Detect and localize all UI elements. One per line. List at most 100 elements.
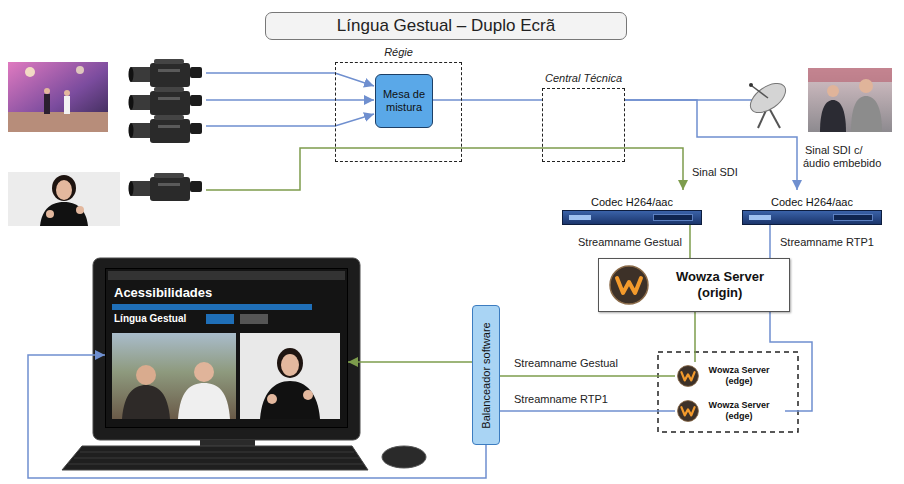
signer-body: [40, 202, 88, 226]
balancer-box: Balanceador software: [472, 305, 500, 445]
video-person: [178, 383, 230, 419]
edge-label: Streamname RTP1: [512, 393, 610, 405]
logo-mark: [617, 278, 641, 293]
studio-person: [64, 90, 70, 96]
studio-light: [25, 67, 35, 77]
server-logo: [609, 265, 649, 305]
studio-person: [64, 96, 70, 114]
signer-hand: [303, 390, 313, 400]
video-picture: [240, 333, 340, 419]
connector-line: [433, 99, 542, 101]
monitor-bezel: [93, 258, 360, 440]
node-label: Wowza Server (edge): [703, 365, 775, 387]
node-label: Língua Gestual: [114, 313, 347, 325]
codec-panel-port: [653, 214, 693, 221]
edge-label: Sinal SDI: [690, 166, 740, 178]
keyboard-keys: [68, 452, 364, 464]
codec-rack-unit: [562, 210, 702, 225]
group-heading: Central Técnica: [503, 71, 664, 85]
screen-menu-bar: [108, 271, 345, 280]
node-label: Balanceador software: [480, 322, 493, 428]
group-box: Mesa de misturaRégie: [335, 62, 462, 162]
video-camera: [129, 87, 203, 115]
camera-wire: [206, 148, 462, 190]
logo-mark: [681, 372, 694, 380]
mouse: [382, 446, 426, 468]
edge-label-box: Streamname Gestual: [512, 357, 620, 370]
edge-label-box: Streamname Gestual: [576, 236, 684, 249]
signer-face: [281, 354, 299, 376]
screen-button: [206, 314, 234, 324]
signer-hair: [52, 175, 76, 201]
edge-label-box: Sinal SDI c/ áudio embebido: [803, 144, 891, 170]
signer-photo: [8, 172, 120, 226]
edge-server: Wowza Server (edge): [675, 362, 785, 390]
codec-rack-unit: [742, 210, 882, 225]
studio-person: [44, 88, 50, 94]
edge-label: Streamname Gestual: [576, 236, 684, 248]
logo-disc: [678, 366, 699, 387]
edge-label: Streamname RTP1: [778, 236, 876, 248]
video-pane: [112, 333, 236, 419]
video-person: [194, 362, 214, 382]
connector-line: [694, 312, 696, 362]
connector-line: [462, 148, 683, 190]
logo-mark: [681, 407, 694, 415]
edge-label: Streamname Gestual: [512, 357, 620, 369]
node-label: Wowza Server (edge): [703, 400, 775, 422]
node-label: Acessibilidades: [114, 285, 347, 301]
server-logo: [677, 365, 699, 387]
codec-panel-port: [833, 214, 873, 221]
logo-disc: [610, 266, 648, 304]
dish-feed: [752, 86, 768, 98]
server-logo: [677, 400, 699, 422]
codec-device: Codec H264/aac: [562, 190, 702, 225]
node-label: Codec H264/aac: [771, 195, 853, 209]
camera-wire: [206, 114, 374, 126]
presenter-body: [851, 96, 882, 132]
signer-hand: [76, 206, 84, 214]
connector-line: [500, 375, 675, 377]
connector-line: [689, 225, 691, 258]
connector-line: [769, 225, 771, 258]
signer-face: [56, 180, 72, 200]
edge-server: Wowza Server (edge): [675, 397, 785, 425]
signer-body: [260, 381, 320, 419]
screen-button: [240, 314, 268, 324]
connector-line: [625, 100, 797, 190]
group-heading: Régie: [296, 45, 501, 59]
diagram-title: Língua Gestual – Duplo Ecrã: [337, 16, 555, 35]
video-picture: [112, 333, 236, 419]
codec-panel-light: [749, 215, 771, 220]
screen-menu-strip: [112, 304, 312, 310]
edge-label-box: Streamname RTP1: [778, 236, 876, 249]
edge-group-outline: [658, 352, 798, 432]
presenter-head: [859, 79, 873, 93]
title-box: Língua Gestual – Duplo Ecrã: [265, 12, 627, 40]
connector-line: [500, 410, 675, 412]
video-person: [122, 385, 170, 419]
node-label: Mesa de mistura: [378, 88, 430, 114]
video-pane: [240, 333, 340, 419]
mixer-box: Mesa de mistura: [375, 74, 433, 128]
codec-panel-light: [569, 215, 591, 220]
presenter-body: [820, 100, 846, 132]
broadcast-photo: [808, 68, 892, 132]
edge-label: Sinal SDI c/ áudio embebido: [803, 144, 883, 169]
edge-label-box: Sinal SDI: [690, 166, 740, 179]
edge-label-box: Streamname RTP1: [512, 393, 610, 406]
camera-wire: [206, 73, 374, 86]
studio-floor: [8, 112, 108, 132]
node-label: Wowza Server (origin): [662, 269, 778, 301]
connector-line: [348, 361, 472, 363]
dish-feed-head: [749, 83, 753, 87]
signer-hand: [267, 394, 277, 404]
presenter-head: [827, 85, 839, 97]
server-box: Wowza Server (origin): [598, 258, 790, 312]
camera-wire: [206, 99, 374, 101]
node-label: Codec H264/aac: [591, 195, 673, 209]
video-camera: [129, 173, 203, 201]
video-camera: [129, 115, 203, 143]
broadcast-backdrop: [808, 68, 892, 82]
